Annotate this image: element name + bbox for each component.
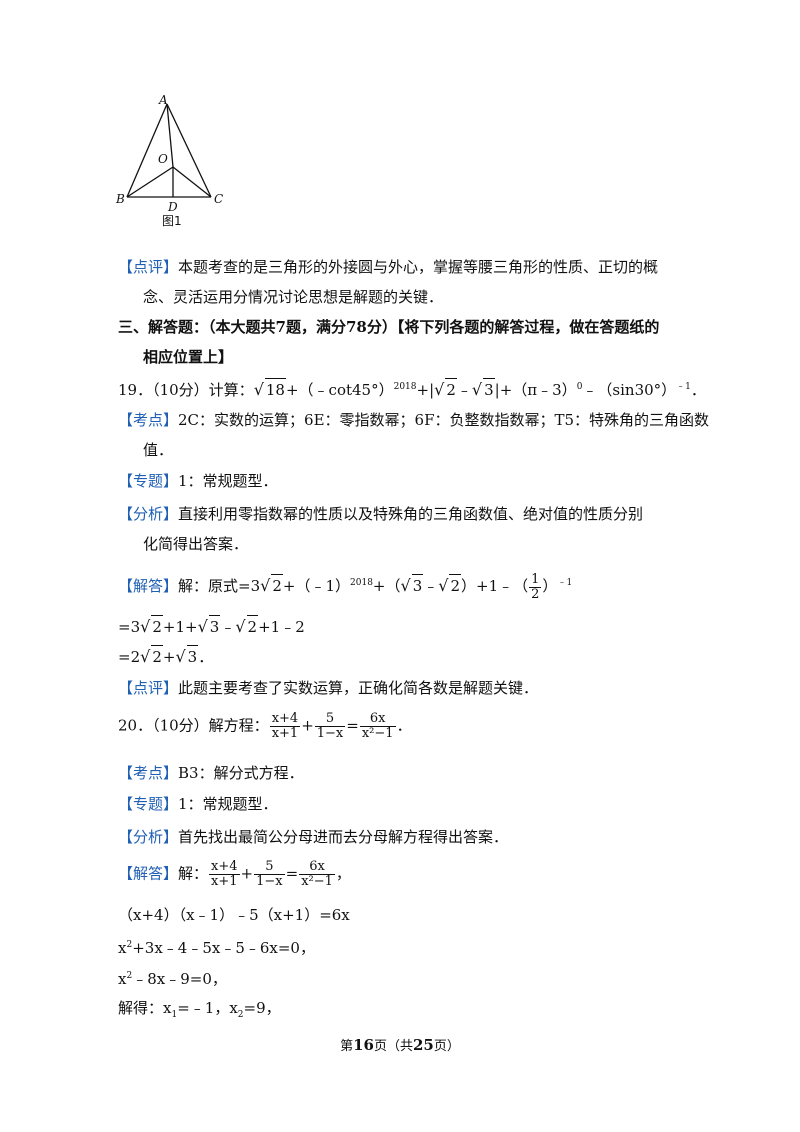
p18-comment-line1: 【点评】本题考查的是三角形的外接圆与外心，掌握等腰三角形的性质、正切的概 xyxy=(118,258,659,276)
triangle-figure: A O B C D 图1 xyxy=(115,93,223,228)
q19-step3: =2√2+√3． xyxy=(118,645,214,666)
q19-dianping: 【点评】此题主要考查了实数运算，正确化简各数是解题关键． xyxy=(118,679,539,697)
section-heading-line1: 三、解答题：（本大题共7题，满分78分）【将下列各题的解答过程，做在答题纸的 xyxy=(118,318,660,336)
figure-caption: 图1 xyxy=(162,214,182,228)
q20-step1: （x+4）（x﹣1）﹣5（x+1）=6x xyxy=(118,906,350,924)
q19-step2: =3√2+1+√3﹣√2+1﹣2 xyxy=(118,615,305,636)
q20-fenxi: 【分析】首先找出最简公分母进而去分母解方程得出答案． xyxy=(118,828,509,846)
p18-comment-line2: 念、灵活运用分情况讨论思想是解题的关键． xyxy=(143,288,444,306)
label-a: A xyxy=(158,93,168,107)
label-b: B xyxy=(115,192,125,206)
q20-step2: x2+3x﹣4﹣5x﹣5﹣6x=0， xyxy=(118,939,315,957)
q19-zhuanti: 【专题】1：常规题型． xyxy=(118,472,278,490)
q20-step4: 解得：x1=﹣1，x2=9， xyxy=(118,999,281,1020)
label-o: O xyxy=(158,152,168,166)
q19-kaodian-line1: 【考点】2C：实数的运算；6E：零指数幂；6F：负整数指数幂；T5：特殊角的三角… xyxy=(118,411,710,429)
q19-fenxi-line2: 化简得出答案． xyxy=(143,535,249,553)
q20-kaodian: 【考点】B3：解分式方程． xyxy=(118,764,304,782)
q19-fenxi-line1: 【分析】直接利用零指数幂的性质以及特殊角的三角函数值、绝对值的性质分别 xyxy=(118,505,644,523)
current-page-number: 16 xyxy=(353,1036,374,1054)
page-footer: 第16页（共25页） xyxy=(340,1036,460,1054)
label-d: D xyxy=(167,200,178,214)
q20-zhuanti: 【专题】1：常规题型． xyxy=(118,795,278,813)
q20-step3: x2﹣8x﹣9=0， xyxy=(118,970,227,988)
q19-kaodian-line2: 值． xyxy=(143,441,174,459)
triangle-lines xyxy=(126,103,212,198)
question-19: 19．（10分）计算：√18+（﹣cot45°）2018+|√2﹣√3|+（π﹣… xyxy=(118,378,706,399)
comment-tag: 【点评】 xyxy=(118,258,179,276)
label-c: C xyxy=(214,192,223,206)
section-heading-line2: 相应位置上】 xyxy=(143,348,234,366)
total-page-number: 25 xyxy=(413,1036,434,1054)
